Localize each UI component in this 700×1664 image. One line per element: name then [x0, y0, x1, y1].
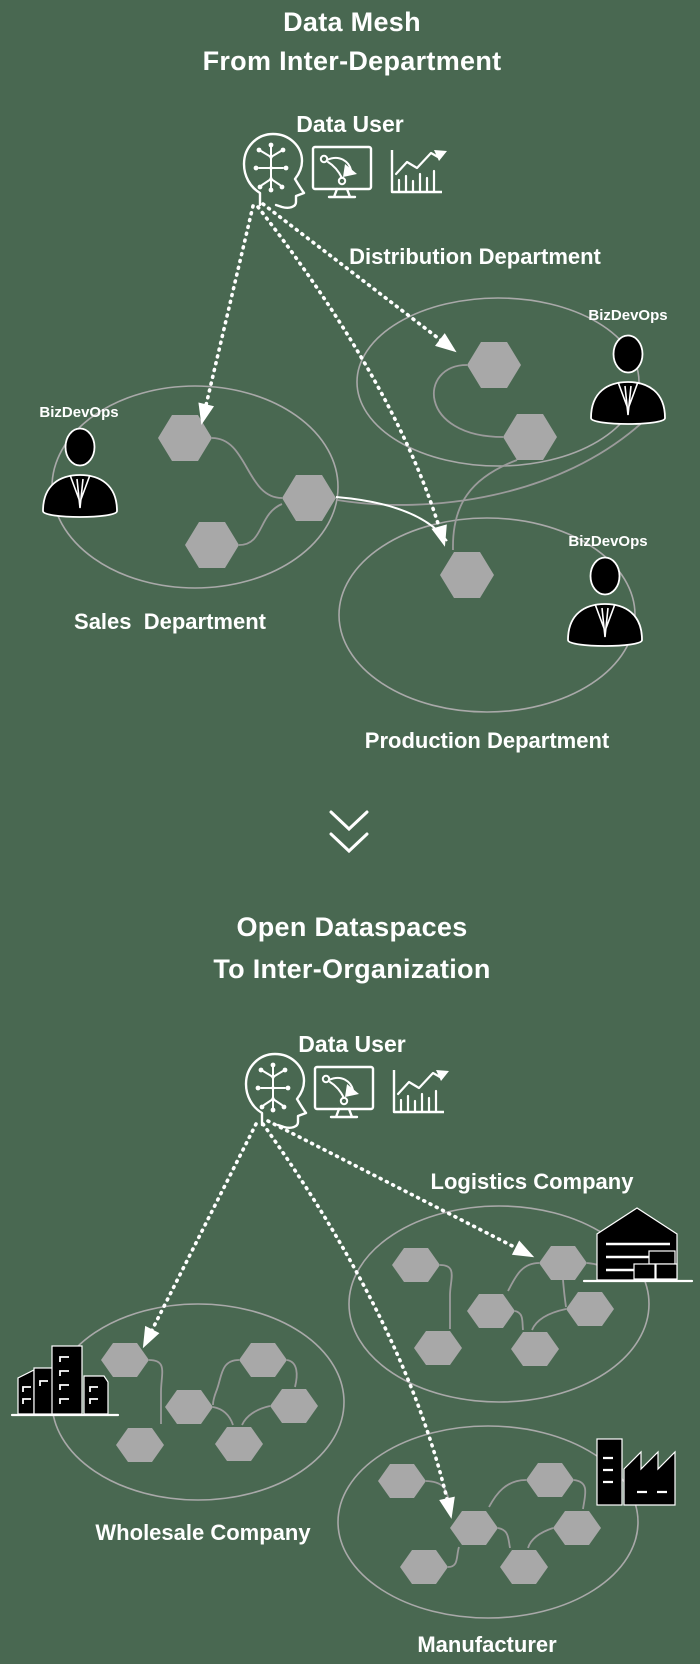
data-product-hexagon: [526, 1463, 574, 1497]
data-user-label: Data User: [298, 1031, 405, 1057]
connector-curve: [488, 1479, 527, 1508]
business-person-icon: [567, 556, 643, 647]
organization-label-manufacturer: Manufacturer: [417, 1632, 557, 1657]
data-product-hexagon: [215, 1427, 263, 1461]
data-product-hexagon: [158, 415, 212, 461]
connector-curve: [447, 1546, 460, 1568]
connector-curve: [336, 419, 646, 506]
connector-curve: [562, 1279, 567, 1308]
data-product-hexagon: [116, 1428, 164, 1462]
distribution-department-ellipse: [356, 297, 640, 467]
data-product-hexagon: [566, 1292, 614, 1326]
office-buildings-icon: [10, 1345, 120, 1417]
data-product-hexagon: [101, 1343, 149, 1377]
data-product-hexagon: [400, 1550, 448, 1584]
data-product-hexagon: [553, 1511, 601, 1545]
data-product-hexagon: [378, 1464, 426, 1498]
data-product-hexagon: [503, 414, 557, 460]
data-product-hexagon: [282, 475, 336, 521]
connector-curve: [286, 1359, 298, 1388]
section-title-line1: Open Dataspaces: [236, 912, 467, 942]
warehouse-icon: [582, 1207, 694, 1283]
connector-curve: [439, 1264, 453, 1329]
connector-curve: [433, 364, 504, 438]
data-user-icons: [244, 1052, 451, 1129]
data-product-hexagon: [467, 342, 521, 388]
data-product-hexagon: [185, 522, 239, 568]
double-chevron-down-icon: [329, 810, 369, 854]
data-product-hexagon: [392, 1248, 440, 1282]
connector-curve: [527, 1527, 554, 1549]
data-product-hexagon: [450, 1511, 498, 1545]
section-title-line2: To Inter-Organization: [213, 954, 490, 984]
organization-label-wholesale: Wholesale Company: [95, 1520, 311, 1545]
connector-curve: [531, 1308, 567, 1331]
data-product-hexagon: [414, 1331, 462, 1365]
data-product-hexagon: [270, 1389, 318, 1423]
department-label-sales: Sales Department: [74, 609, 267, 634]
factory-icon: [596, 1438, 676, 1506]
manufacturer-ellipse: [337, 1425, 639, 1619]
data-user-icons: [242, 132, 449, 209]
connector-curve: [425, 1480, 453, 1509]
connector-curve: [212, 1359, 240, 1406]
department-label-production: Production Department: [365, 728, 610, 753]
data-access-arrow: [142, 1122, 258, 1349]
open-dataspaces-section: Open Dataspaces To Inter-Organization Da…: [10, 912, 694, 1657]
logistics-company-ellipse: [348, 1205, 650, 1403]
organization-label-logistics: Logistics Company: [431, 1169, 635, 1194]
data-mesh-section: Data Mesh From Inter-Department Data Use…: [39, 7, 667, 753]
section-title-line1: Data Mesh: [283, 7, 421, 37]
data-product-hexagon: [440, 552, 494, 598]
connector-curve: [211, 437, 283, 499]
connector-curve: [241, 1405, 271, 1426]
data-access-arrow: [198, 204, 255, 425]
connector-curve: [507, 1262, 540, 1292]
connector-curve: [148, 1359, 164, 1424]
data-product-hexagon: [539, 1246, 587, 1280]
data-access-arrow: [261, 1122, 455, 1519]
data-user-label: Data User: [296, 111, 403, 137]
connector-curve: [212, 1406, 234, 1426]
role-label: BizDevOps: [588, 307, 667, 324]
connector-curve: [573, 1479, 587, 1510]
section-title-line2: From Inter-Department: [203, 46, 502, 76]
connector-curve: [497, 1527, 511, 1549]
data-product-hexagon: [239, 1343, 287, 1377]
data-product-hexagon: [165, 1390, 213, 1424]
data-access-arrow: [266, 1119, 535, 1258]
role-label: BizDevOps: [39, 404, 118, 421]
data-access-arrow: [256, 205, 447, 547]
business-person-icon: [590, 334, 666, 425]
data-access-arrow: [261, 202, 457, 353]
department-label-distribution: Distribution Department: [349, 244, 601, 269]
role-label: BizDevOps: [568, 533, 647, 550]
data-product-hexagon: [467, 1294, 515, 1328]
connector-curve: [238, 503, 283, 546]
connector-curve: [514, 1310, 524, 1331]
connector-curve: [452, 459, 518, 551]
data-product-hexagon: [500, 1550, 548, 1584]
data-product-hexagon: [511, 1332, 559, 1366]
